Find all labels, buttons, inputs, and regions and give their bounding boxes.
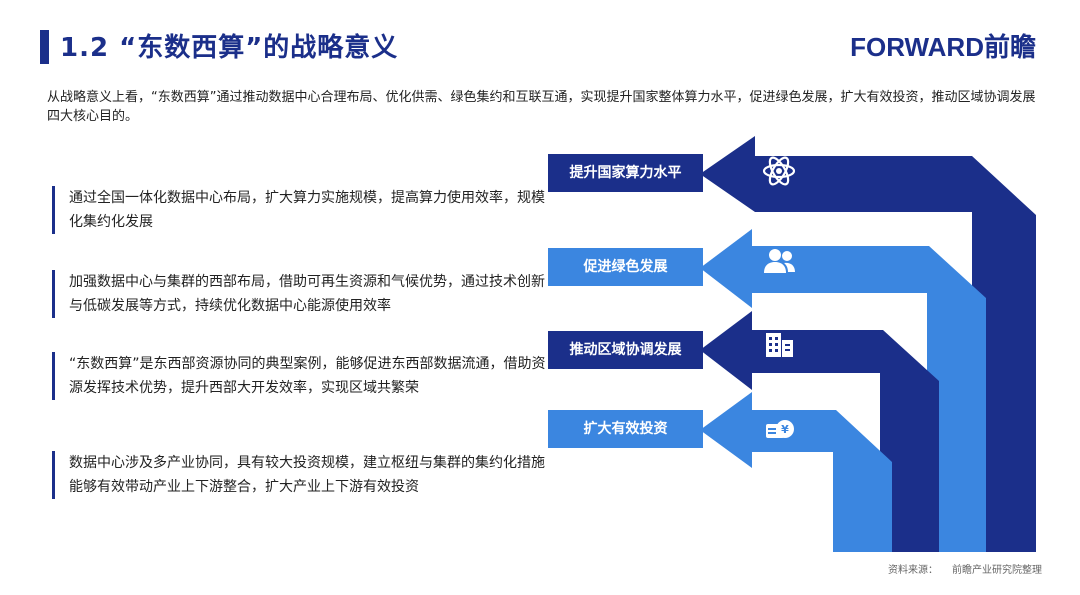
bent-arrow-1 <box>700 136 1036 552</box>
people-icon <box>760 243 800 279</box>
bent-arrow-2 <box>700 229 986 552</box>
goal-label: 促进绿色发展 <box>548 248 703 286</box>
point-item: 通过全国一体化数据中心布局，扩大算力实施规模，提高算力使用效率，规模化集约化发展 <box>52 186 547 234</box>
intro-paragraph: 从战略意义上看，“东数西算”通过推动数据中心合理布局、优化供需、绿色集约和互联互… <box>47 90 1036 124</box>
goal-label: 提升国家算力水平 <box>548 154 703 192</box>
page-title: 1.2 “东数西算”的战略意义 <box>60 33 399 63</box>
forward-logo: FORWARD前瞻 <box>850 32 1036 62</box>
atom-icon <box>759 153 799 189</box>
source-value: 前瞻产业研究院整理 <box>952 565 1042 576</box>
goal-label: 推动区域协调发展 <box>548 331 703 369</box>
point-item: 加强数据中心与集群的西部布局，借助可再生资源和气候优势，通过技术创新与低碳发展等… <box>52 270 547 318</box>
point-item: 数据中心涉及多产业协同，具有较大投资规模，建立枢纽与集群的集约化措施能够有效带动… <box>52 451 547 499</box>
building-icon <box>760 327 800 363</box>
title-accent-bar <box>40 30 49 64</box>
money-icon: ¥ <box>760 412 800 448</box>
goal-label: 扩大有效投资 <box>548 410 703 448</box>
bent-arrow-4 <box>700 392 892 552</box>
svg-text:¥: ¥ <box>781 423 789 436</box>
source-note: 资料来源： 前瞻产业研究院整理 <box>888 561 1042 576</box>
point-item: “东数西算”是东西部资源协同的典型案例，能够促进东西部数据流通，借助资源发挥技术… <box>52 352 547 400</box>
source-label: 资料来源： <box>888 565 938 576</box>
bent-arrow-3 <box>700 311 939 552</box>
